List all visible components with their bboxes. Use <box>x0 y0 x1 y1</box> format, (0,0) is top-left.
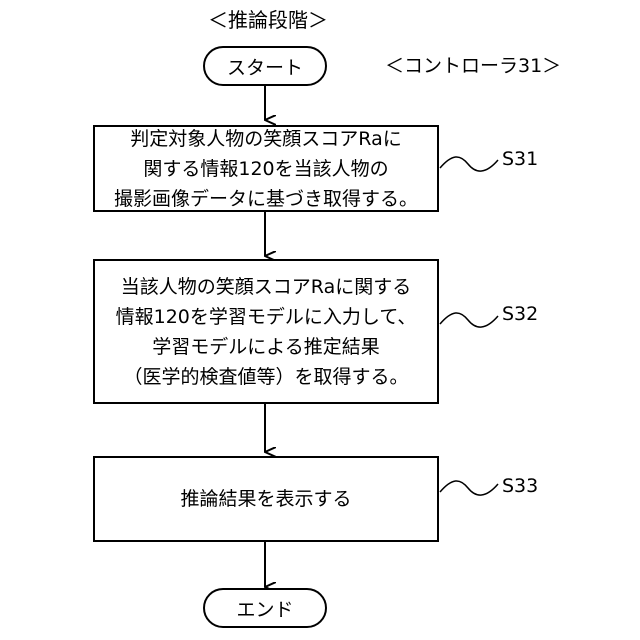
step-s31-line: 関する情報120を当該人物の <box>143 154 388 184</box>
start-terminal: スタート <box>203 46 327 86</box>
leader-s33 <box>440 481 498 495</box>
step-s32-box: 当該人物の笑顔スコアRaに関する 情報120を学習モデルに入力して、 学習モデル… <box>93 259 439 404</box>
step-s32-id: S32 <box>502 305 538 324</box>
step-s31-line: 判定対象人物の笑顔スコアRaに <box>130 124 401 154</box>
step-s33-id: S33 <box>502 477 538 496</box>
step-s31-box: 判定対象人物の笑顔スコアRaに 関する情報120を当該人物の 撮影画像データに基… <box>93 125 439 212</box>
step-s33-box: 推論結果を表示する <box>93 456 439 542</box>
step-s33-line: 推論結果を表示する <box>180 484 351 514</box>
step-s32-line: 当該人物の笑顔スコアRaに関する <box>121 272 411 302</box>
leader-s32 <box>440 313 498 327</box>
phase-heading: ＜推論段階＞ <box>208 10 328 30</box>
step-s32-line: 学習モデルによる推定結果 <box>152 332 379 362</box>
step-s31-line: 撮影画像データに基づき取得する。 <box>114 184 418 214</box>
start-label: スタート <box>227 53 303 80</box>
end-label: エンド <box>236 595 293 622</box>
step-s31-id: S31 <box>502 150 538 169</box>
step-s32-line: （医学的検査値等）を取得する。 <box>123 362 408 392</box>
actor-label: ＜コントローラ31＞ <box>385 57 561 76</box>
end-terminal: エンド <box>203 588 327 628</box>
step-s32-line: 情報120を学習モデルに入力して、 <box>116 302 417 332</box>
leader-s31 <box>440 157 498 171</box>
